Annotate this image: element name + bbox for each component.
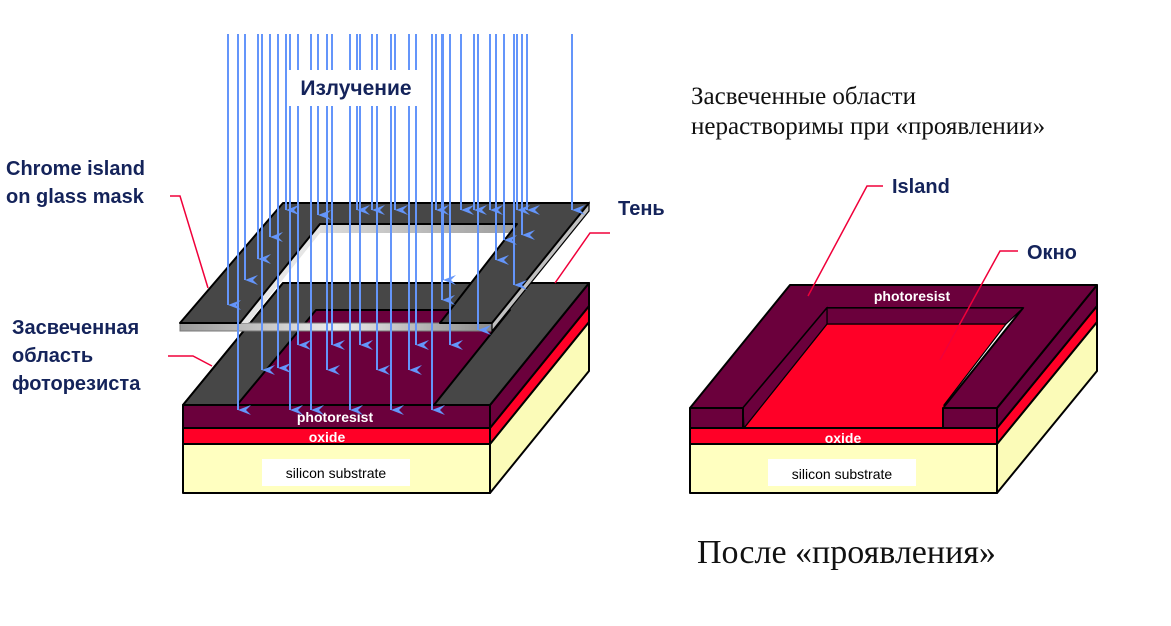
window-back-wall bbox=[826, 307, 1025, 325]
shadow-leader-line bbox=[554, 232, 610, 284]
mask-glass-front-edge bbox=[179, 322, 493, 332]
right-silicon-label: silicon substrate bbox=[792, 466, 893, 482]
exposed-label-line2: область bbox=[12, 345, 93, 367]
radiation-label: Излучение bbox=[300, 77, 411, 100]
left-silicon-label: silicon substrate bbox=[286, 465, 387, 481]
window-leader-line bbox=[939, 250, 1018, 361]
left-silicon-label-bg bbox=[262, 459, 410, 486]
window-label: Окно bbox=[1027, 242, 1077, 264]
island-label: Island bbox=[892, 176, 950, 198]
left-photoresist-label: photoresist bbox=[297, 409, 374, 425]
exposed-label-line1: Засвеченная bbox=[12, 317, 139, 339]
right-caption: После «проявления» bbox=[697, 534, 996, 571]
mask-label-line2: on glass mask bbox=[6, 186, 145, 208]
right-photoresist-label: photoresist bbox=[874, 288, 951, 304]
mask-label-line1: Chrome island bbox=[6, 158, 145, 180]
right-oxide-label: oxide bbox=[825, 430, 862, 446]
left-wafer-stack: photoresist oxide silicon substrate bbox=[182, 282, 590, 494]
mask-window-back-edge bbox=[320, 224, 517, 233]
shadow-label: Тень bbox=[618, 198, 665, 220]
right-photoresist-front-left bbox=[689, 407, 744, 429]
radiation-label-bg bbox=[287, 70, 423, 106]
right-photoresist-front-right bbox=[942, 407, 998, 429]
right-wafer-stack: photoresist oxide silicon substrate bbox=[689, 284, 1098, 494]
exposed-label-line3: фоторезиста bbox=[12, 373, 141, 395]
right-heading-line1: Засвеченные области bbox=[691, 83, 916, 110]
right-silicon-label-bg bbox=[768, 459, 916, 486]
exposed-leader-line bbox=[168, 355, 213, 367]
right-heading-line2: нерастворимы при «проявлении» bbox=[691, 113, 1045, 140]
island-leader-line bbox=[807, 185, 883, 297]
left-oxide-label: oxide bbox=[309, 429, 346, 445]
mask-leader-line bbox=[170, 195, 209, 289]
